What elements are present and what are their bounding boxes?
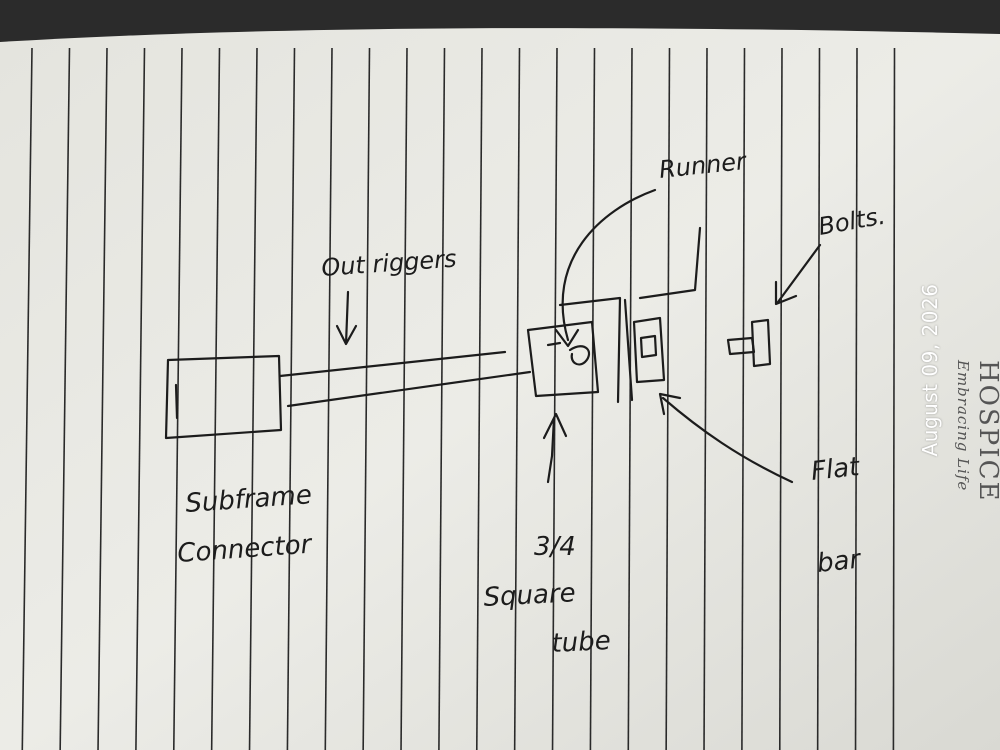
square-tube-arrow: [542, 412, 568, 484]
ruled-line: [400, 47, 408, 750]
ruled-line: [475, 47, 483, 750]
flat-bar-arrow: [658, 392, 794, 484]
ruled-line: [135, 47, 146, 750]
ruled-line: [627, 47, 633, 750]
ruled-line: [362, 47, 371, 750]
letterhead-tagline: Embracing Life: [954, 359, 972, 491]
ruled-line: [21, 47, 33, 750]
label-fraction: 3/4: [534, 532, 576, 562]
ruled-line: [703, 47, 708, 750]
label-flat-line1: Flat: [810, 452, 862, 487]
ruled-line: [589, 47, 596, 750]
ruled-line: [324, 47, 333, 750]
letterhead-name: HOSPICE: [973, 360, 1000, 502]
ruled-line: [286, 47, 296, 750]
square-tube-box: [526, 320, 600, 398]
ruled-line: [172, 47, 183, 750]
ruled-line: [248, 47, 258, 750]
ruled-line: [97, 47, 108, 750]
label-square-line1: Square: [483, 578, 577, 613]
ruled-lines: [21, 47, 896, 750]
outrigger-bar-bottom: [286, 370, 532, 408]
subframe-connector-box: [164, 354, 283, 440]
label-square-line2: tube: [551, 626, 612, 659]
letterhead: HOSPICE Embracing Life: [954, 359, 1000, 502]
ruled-line: [665, 47, 671, 750]
runner-outline: [558, 296, 622, 404]
paper-sheet: [0, 28, 1000, 750]
outriggers-arrow: [335, 290, 358, 346]
ruled-line: [854, 47, 858, 750]
flat-bar-box: [632, 316, 666, 384]
bolts-arrow: [774, 243, 822, 306]
outrigger-bar-top: [278, 350, 507, 378]
ruled-line: [438, 47, 446, 750]
ruled-line: [778, 47, 783, 750]
sketch-labels: Out riggers Runner Bolts. Subframe Conne…: [176, 147, 887, 659]
runner-arrow: [554, 188, 657, 348]
ruled-line: [513, 47, 521, 750]
ruled-line: [59, 47, 71, 750]
ruled-line: [741, 47, 746, 750]
label-flat-line2: bar: [816, 544, 864, 579]
sketch-ink: [164, 188, 822, 484]
ruled-line: [892, 47, 896, 750]
ruled-line: [816, 47, 821, 750]
ruled-line: [551, 47, 558, 750]
photo-timestamp: August 09, 2026: [918, 283, 942, 457]
ruled-line: [210, 47, 221, 750]
